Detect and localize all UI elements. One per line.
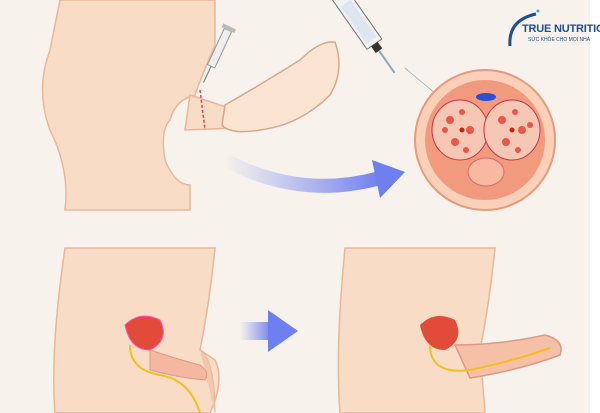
logo-subtitle: SỨC KHỎE CHO MỌI NHÀ: [528, 37, 591, 43]
body-bottom-right: [337, 247, 496, 413]
syringe-icon: [202, 23, 237, 83]
body-top: [41, 0, 216, 211]
hand: [221, 41, 340, 133]
curved-arrow-icon: [221, 153, 382, 193]
logo-title: TRUE NUTRITION: [522, 23, 600, 35]
arrow-right-icon: [240, 310, 298, 352]
logo: TRUE NUTRITION SỨC KHỎE CHO MỌI NHÀ: [500, 8, 600, 48]
syringe-icon: [331, 0, 396, 74]
logo-swoosh: [508, 9, 540, 47]
cross-section: [414, 69, 556, 211]
